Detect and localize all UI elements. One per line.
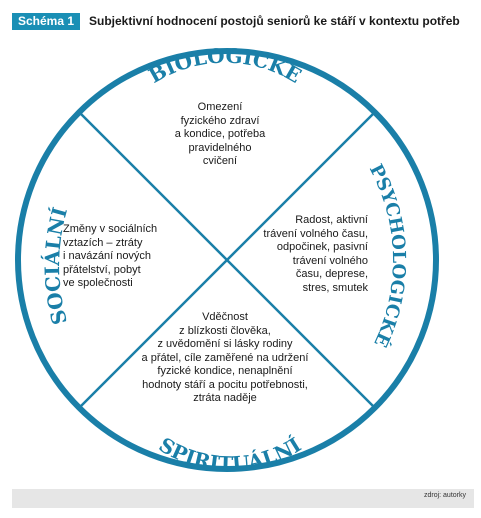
- quadrant-left-line: Změny v sociálních: [63, 223, 158, 235]
- quadrant-bottom-line: z uvědomění si lásky rodiny: [157, 338, 293, 350]
- figure-title: Subjektivní hodnocení postojů seniorů ke…: [89, 14, 460, 28]
- needs-diagram: BIOLOGICKÉ SPIRITUÁLNÍ SOCIÁLNÍ PSYCHOLO…: [0, 36, 481, 476]
- quadrant-bottom-line: fyzické kondice, nenaplnění: [157, 365, 293, 377]
- quadrant-bottom-text: Vděčnost z blízkosti člověka, z uvědoměn…: [110, 311, 340, 406]
- quadrant-right-line: času, deprese,: [295, 268, 368, 280]
- quadrant-right-text: Radost, aktivní trávení volného času, od…: [250, 214, 368, 295]
- quadrant-left-text: Změny v sociálních vztazích – ztráty i n…: [63, 223, 183, 291]
- quadrant-right-line: trávení volného: [263, 227, 339, 240]
- quadrant-top-text: Omezení fyzického zdraví a kondice, potř…: [150, 101, 290, 169]
- source-bar: zdroj: autorky: [12, 489, 474, 508]
- quadrant-top-line: Omezení: [197, 101, 243, 113]
- circle-graphic: BIOLOGICKÉ SPIRITUÁLNÍ SOCIÁLNÍ PSYCHOLO…: [15, 43, 439, 476]
- quadrant-left-line: vztazích – ztráty: [63, 236, 143, 249]
- quadrant-bottom-line: a přátel, cíle zaměřené na udržení: [141, 351, 309, 364]
- quadrant-top-line: fyzického zdraví: [180, 114, 260, 127]
- quadrant-right-line: trávení volného: [292, 254, 368, 267]
- quadrant-bottom-line: ztráta naděje: [193, 392, 257, 404]
- quadrant-right-line: času,: [341, 227, 368, 240]
- quadrant-bottom-line: Vděčnost: [202, 311, 248, 323]
- quadrant-left-line: ve společnosti: [63, 277, 133, 289]
- divider-line-2: [79, 112, 375, 408]
- quadrant-top-line: pravidelného: [188, 141, 252, 154]
- source-text: zdroj: autorky: [423, 492, 466, 499]
- figure-header: Schéma 1 Subjektivní hodnocení postojů s…: [0, 0, 481, 30]
- quadrant-bottom-line: z blízkosti člověka,: [179, 324, 271, 337]
- quadrant-left-line: přátelství, pobyt: [63, 263, 141, 276]
- quadrant-top-line: cvičení: [202, 155, 238, 167]
- quadrant-left-line: i navázání nových: [63, 250, 152, 262]
- quadrant-right-line: Radost, aktivní: [295, 214, 368, 226]
- quadrant-top-line: a kondice, potřeba: [174, 128, 266, 140]
- quadrant-bottom-line: hodnoty stáří a pocitu potřebnosti,: [142, 378, 308, 391]
- scheme-badge: Schéma 1: [12, 13, 81, 30]
- quadrant-right-line: stres, smutek: [302, 281, 368, 294]
- quadrant-right-line: odpočinek, pasivní: [276, 241, 368, 253]
